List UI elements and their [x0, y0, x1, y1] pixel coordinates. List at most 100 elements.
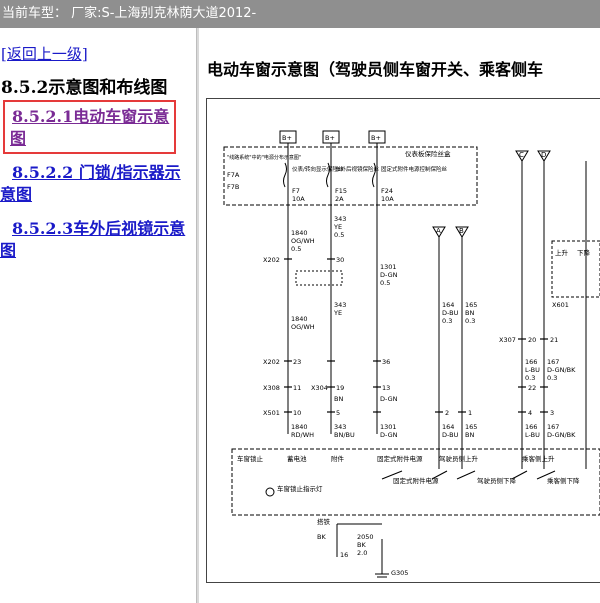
wire-2050-color: BK — [357, 541, 366, 549]
pin-2: 2 — [445, 409, 449, 417]
label-up: 上升 — [555, 248, 569, 257]
pin-22: 22 — [528, 384, 536, 392]
wire-164-circuit: 164 — [442, 301, 454, 309]
window-title: 当前车型： 厂家:S-上海别克林荫大道2012- — [2, 6, 257, 21]
fuse-pin-f7a: F7A — [227, 171, 240, 179]
pin-30: 30 — [336, 256, 344, 264]
pin-20: 20 — [528, 336, 536, 344]
fuse-box-outline — [223, 146, 478, 206]
wire-343-gauge: 0.5 — [334, 231, 344, 239]
wire-166-gauge: 0.3 — [525, 374, 535, 382]
label-window-lockout: 车窗锁止 — [237, 454, 264, 463]
wire-165-color: BN — [465, 309, 474, 317]
connector-x307-label: X307 — [499, 336, 516, 344]
wire-1840-circuit-2: 1840 — [291, 315, 308, 323]
pin-16: 16 — [340, 551, 348, 559]
wire-166-circuit-2: 166 — [525, 423, 537, 431]
wire-167-gauge: 0.3 — [547, 374, 557, 382]
wire-d-bu-2: D-BU — [442, 431, 459, 439]
bplus-label-3: B+ — [371, 134, 381, 142]
window-title-bar: 当前车型： 厂家:S-上海别克林荫大道2012- — [0, 0, 600, 28]
wire-1840-circuit: 1840 — [291, 229, 308, 237]
wire-2050-gauge: 2.0 — [357, 549, 367, 557]
label-passenger-up: 乘客侧上升 — [522, 454, 555, 463]
fuse-f15-name: 车外后视镜保险丝 — [335, 165, 380, 173]
wire-166-color: L-BU — [525, 366, 540, 374]
fuse-f7-name: 仪表/转向显示保险丝 — [292, 165, 344, 173]
wire-l-bu-2: L-BU — [525, 431, 540, 439]
nav-item-power-window-schematic[interactable]: 8.5.2.1电动车窗示意图 — [10, 107, 170, 148]
wire-167-circuit-2: 167 — [547, 423, 559, 431]
connector-x202-label: X202 — [263, 256, 280, 264]
fuse-f15-id: F15 — [335, 187, 347, 195]
pin-1: 1 — [468, 409, 472, 417]
pin-19: 19 — [336, 384, 344, 392]
fuse-pin-f7b: F7B — [227, 183, 239, 191]
wire-164-color: D-BU — [442, 309, 459, 317]
label-down: 下降 — [577, 248, 591, 257]
label-fixed-accessory: 固定式附件电源 — [377, 454, 423, 463]
active-item-highlight — [3, 100, 176, 154]
connector-c-marker — [515, 150, 529, 162]
label-fixed-accessory-2: 固定式附件电源 — [393, 476, 439, 485]
wire-1301-circuit-3: 1301 — [380, 423, 397, 431]
wire-165-circuit: 165 — [465, 301, 477, 309]
wire-167-color: D-GN/BK — [547, 366, 576, 374]
connector-a-marker — [432, 226, 446, 238]
navigation-pane: [返回上一级] 8.5.2示意图和布线图 8.5.2.1电动车窗示意图 8.5.… — [0, 28, 196, 603]
wire-2050-circuit: 2050 — [357, 533, 374, 541]
bplus-label-2: B+ — [325, 134, 335, 142]
wire-ye-2: YE — [333, 309, 342, 317]
label-lock-indicator: 车窗锁止指示灯 — [277, 484, 323, 493]
wire-166-circuit: 166 — [525, 358, 537, 366]
wire-1840-gauge: 0.5 — [291, 245, 301, 253]
connector-b-marker — [455, 226, 469, 238]
connector-x501-label: X501 — [263, 409, 280, 417]
label-g305: G305 — [391, 569, 408, 577]
wire-1301-gauge: 0.5 — [380, 279, 390, 287]
wiring-diagram: B+ B+ B+ 仪表板保险丝盒 "线路系统"中的"电源分布示意图" F7A F… — [223, 130, 600, 578]
wire-164-circuit-2: 164 — [442, 423, 454, 431]
pin-36: 36 — [382, 358, 390, 366]
wire-165-circuit-2: 165 — [465, 423, 477, 431]
wire-343-circuit-2: 343 — [334, 301, 346, 309]
label-accessory: 附件 — [331, 454, 345, 463]
nav-item-door-lock-schematic[interactable]: 8.5.2.2 门锁/指示器示意图 — [0, 163, 181, 204]
fuse-f24-id: F24 — [381, 187, 393, 195]
wire-1840-circuit-3: 1840 — [291, 423, 308, 431]
pin-23: 23 — [293, 358, 301, 366]
wire-343-circuit: 343 — [334, 215, 346, 223]
nav-item-mirror-schematic[interactable]: 8.5.2.3车外后视镜示意图 — [0, 219, 186, 260]
bplus-label-1: B+ — [282, 134, 292, 142]
wire-1301-circuit: 1301 — [380, 263, 397, 271]
wire-rd-wh: RD/WH — [291, 431, 314, 439]
wire-343-circuit-3: 343 — [334, 423, 346, 431]
pin-10: 10 — [293, 409, 301, 417]
connector-b-label: B — [459, 227, 464, 235]
fuse-f24-rating: 10A — [381, 195, 394, 203]
connector-x304-label: X304 — [311, 384, 328, 392]
fuse-note: "线路系统"中的"电源分布示意图" — [227, 154, 301, 161]
wire-d-gn-2: D-GN — [380, 395, 398, 403]
window-switch-outline — [231, 448, 600, 516]
wire-bn-bu: BN/BU — [334, 431, 355, 439]
fuse-f7-id: F7 — [292, 187, 300, 195]
diagram-frame: B+ B+ B+ 仪表板保险丝盒 "线路系统"中的"电源分布示意图" F7A F… — [206, 98, 600, 583]
wire-bk: BK — [317, 533, 326, 541]
pin-21: 21 — [550, 336, 558, 344]
fuse-f24-name: 固定式附件电源控制保险丝 — [381, 165, 448, 173]
connector-x601-label: X601 — [552, 301, 569, 309]
wire-d-gn-bk-2: D-GN/BK — [547, 431, 576, 439]
content-pane: 电动车窗示意图（驾驶员侧车窗开关、乘客侧车 — [199, 28, 600, 603]
label-ground: 搭铁 — [317, 517, 331, 526]
wire-165-gauge: 0.3 — [465, 317, 475, 325]
label-driver-up: 驾驶员侧上升 — [439, 454, 479, 463]
pin-5: 5 — [336, 409, 340, 417]
pin-4: 4 — [528, 409, 532, 417]
pin-13: 13 — [382, 384, 390, 392]
back-link[interactable]: [返回上一级] — [1, 45, 88, 63]
wire-1301-color: D-GN — [380, 271, 398, 279]
pin-11: 11 — [293, 384, 301, 392]
connector-x202-label-2: X202 — [263, 358, 280, 366]
pane-divider[interactable] — [196, 28, 199, 603]
